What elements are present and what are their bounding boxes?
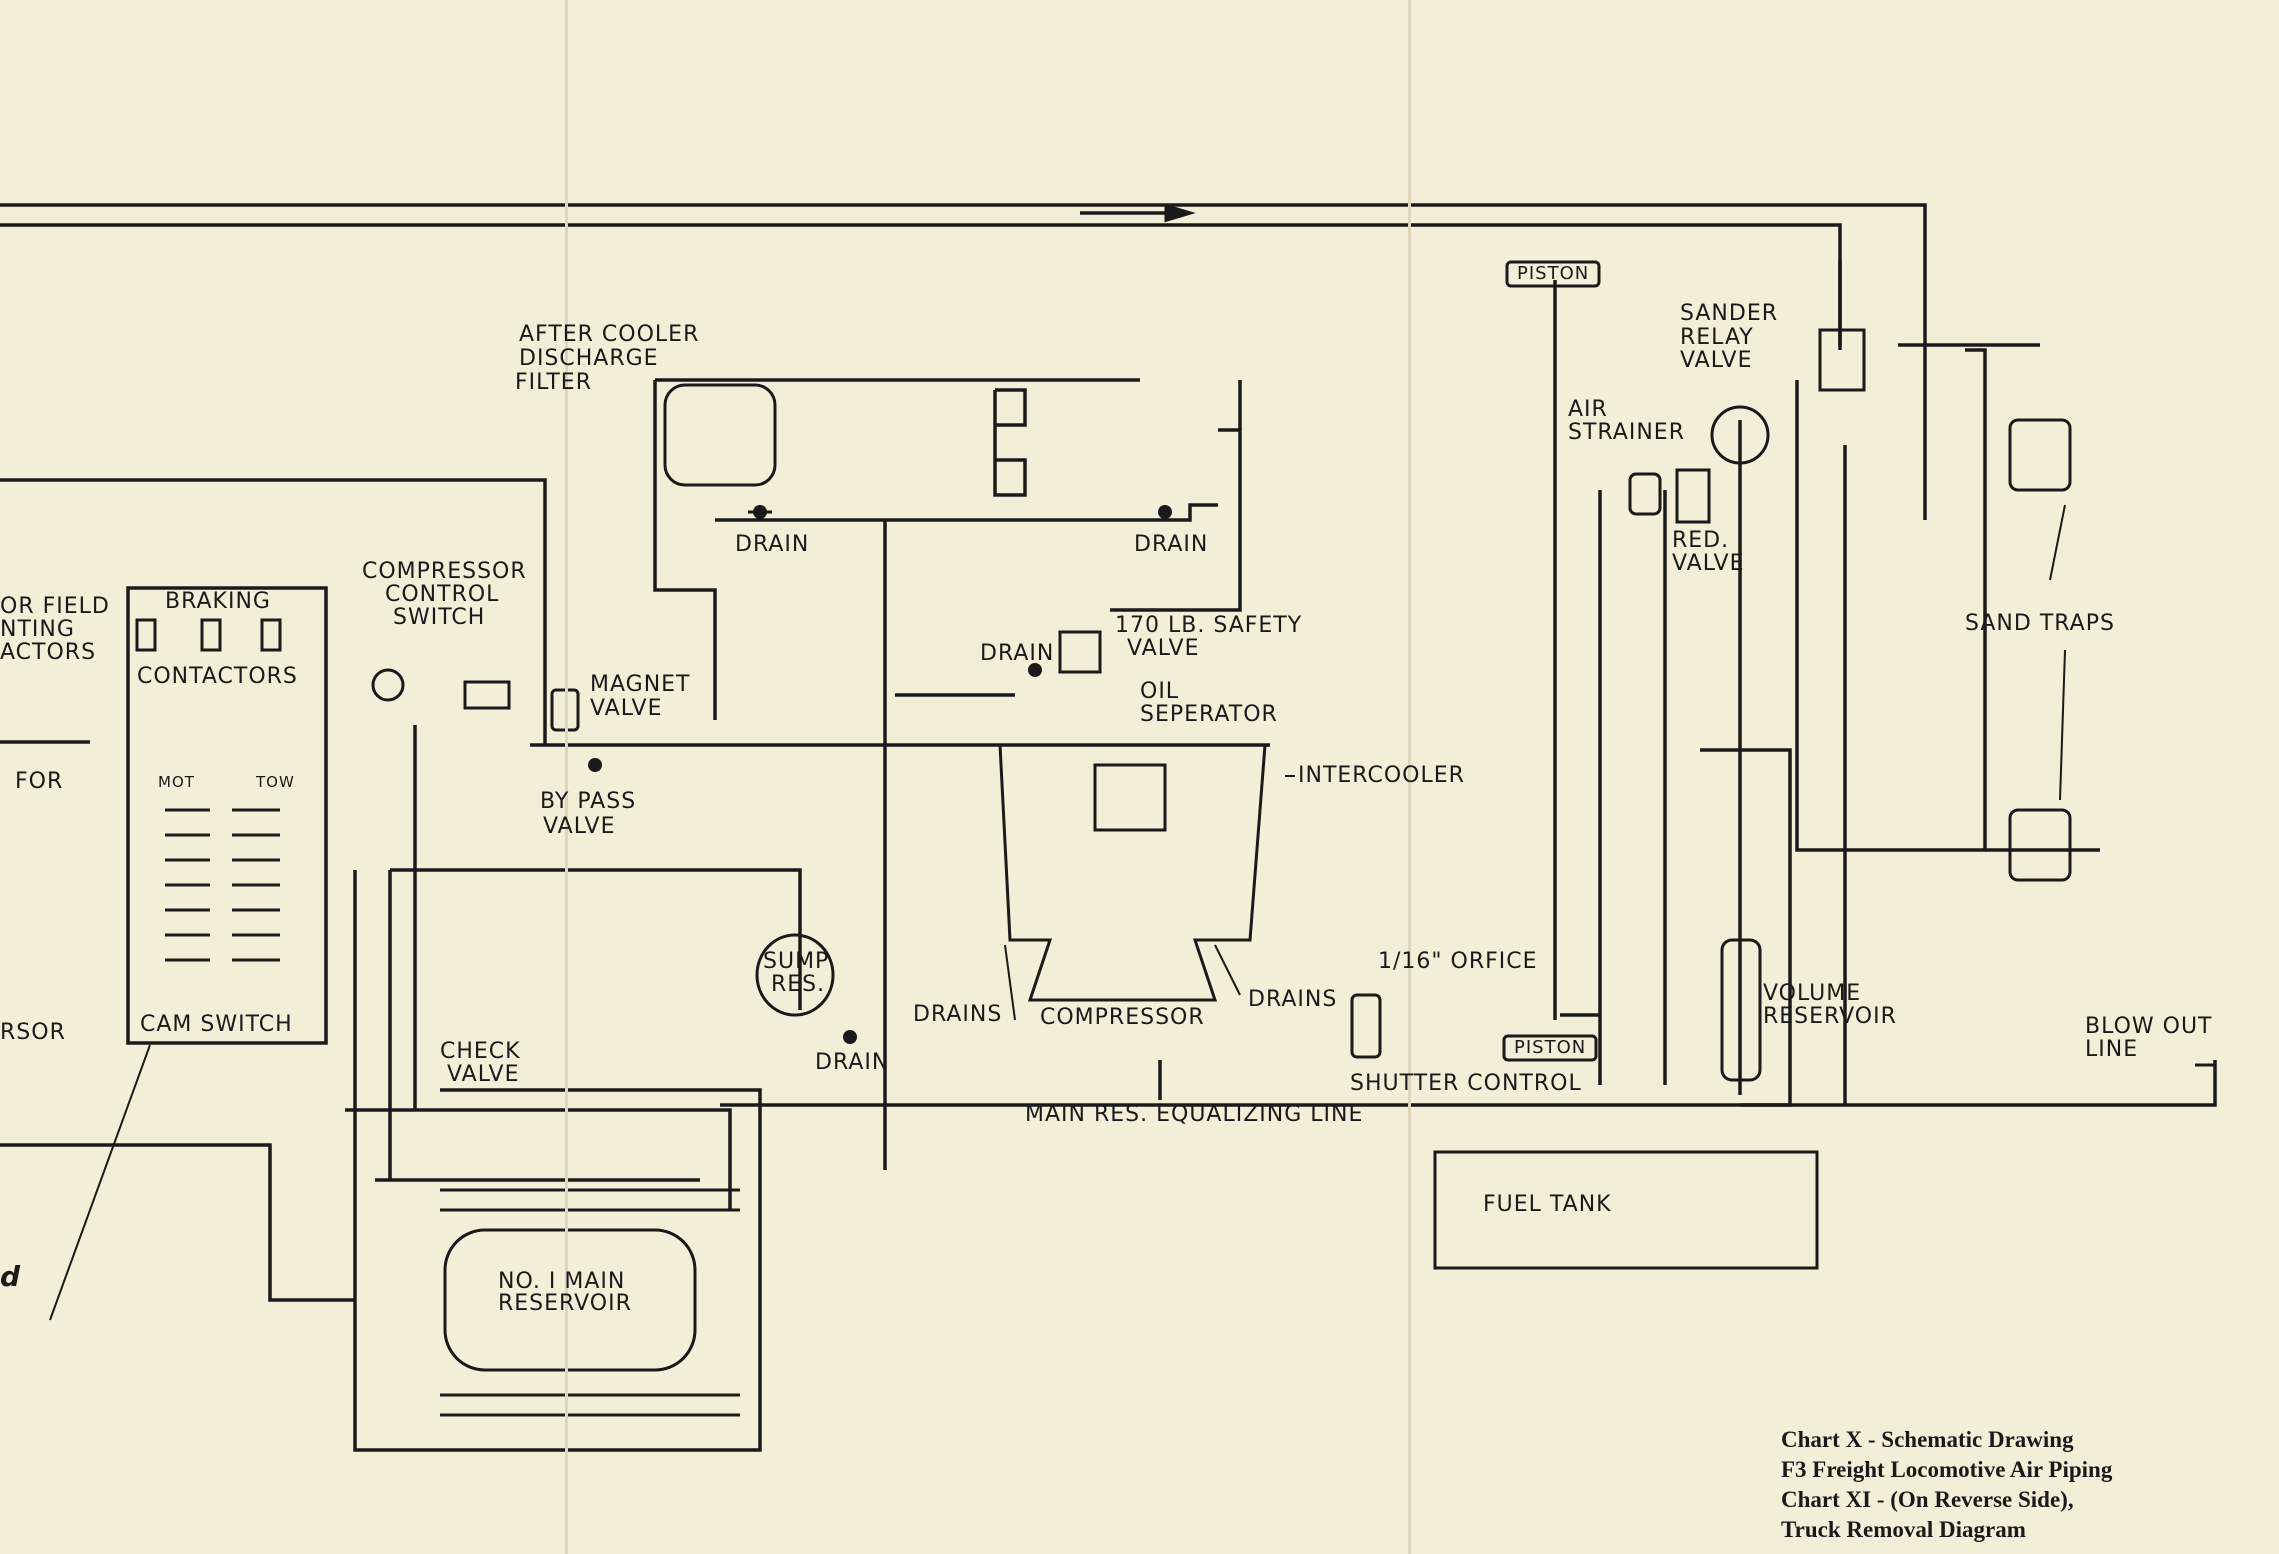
piston-label-bottom: PISTON	[1514, 1037, 1587, 1058]
motor-field-label-3: ACTORS	[0, 640, 97, 665]
fold-line-center	[1408, 0, 1411, 1554]
sander-relay-valve-body	[1818, 328, 1866, 392]
air-strainer-label-2: STRAINER	[1568, 420, 1685, 445]
blow-out-valve	[2195, 1063, 2217, 1085]
main-reservoir-label-2: RESERVOIR	[498, 1291, 632, 1316]
piston-top	[1505, 260, 1601, 288]
safety-valve-label-1: 170 LB. SAFETY	[1115, 613, 1303, 638]
shutter-control-cylinder	[1350, 993, 1382, 1059]
mot-label: MOT	[158, 773, 195, 791]
intercooler-label: INTERCOOLER	[1298, 763, 1465, 788]
top-pipe-upper	[0, 203, 1927, 520]
caption-line-3: Chart XI - (On Reverse Side),	[1781, 1487, 2074, 1512]
red-valve-label-1: RED.	[1672, 528, 1730, 553]
caption-line-4: Truck Removal Diagram	[1781, 1517, 2026, 1542]
safety-valve-filter	[1058, 630, 1102, 674]
magnet-valve-label-2: VALVE	[590, 696, 663, 721]
blow-out-line-label-2: LINE	[2085, 1037, 2139, 1062]
main-reservoir-label-1: NO. I MAIN	[498, 1269, 626, 1294]
air-strainer-label-1: AIR	[1568, 397, 1608, 422]
orifice-label: 1/16" ORFICE	[1378, 949, 1538, 974]
caption-line-2: F3 Freight Locomotive Air Piping	[1781, 1457, 2113, 1482]
blow-out-line-label-1: BLOW OUT	[2085, 1014, 2213, 1039]
motor-field-label-1: OR FIELD	[0, 594, 110, 619]
compressor-label: COMPRESSOR	[1040, 1005, 1205, 1030]
rsor-label: RSOR	[0, 1020, 66, 1045]
sand-trap-bottom	[2008, 808, 2072, 882]
caption-line-1: Chart X - Schematic Drawing	[1781, 1427, 2074, 1452]
drain-label-3: DRAIN	[980, 641, 1055, 666]
piston-bottom	[1502, 1034, 1598, 1062]
by-pass-valve-label-2: VALVE	[543, 814, 616, 839]
red-valve-body	[1675, 468, 1711, 524]
sump-res-label-2: RES.	[771, 972, 826, 997]
compressor-body	[998, 743, 1267, 1002]
sand-trap-top	[2008, 418, 2072, 492]
compressor-control-switch-label-1: COMPRESSOR	[362, 559, 527, 584]
fuel-tank-label: FUEL TANK	[1483, 1192, 1612, 1217]
after-cooler-label-1: AFTER COOLER	[519, 322, 700, 347]
fold-line-left	[565, 0, 568, 1554]
gauge	[1710, 405, 1770, 465]
oil-separator-label-2: SEPERATOR	[1140, 702, 1278, 727]
by-pass-valve-label-1: BY PASS	[540, 789, 637, 814]
volume-reservoir-label-1: VOLUME	[1763, 981, 1862, 1006]
drains-label-right: DRAINS	[1248, 987, 1338, 1012]
sander-relay-valve-label-3: VALVE	[1680, 348, 1753, 373]
drain-label-1: DRAIN	[735, 532, 810, 557]
fuel-tank-box	[1433, 1150, 1819, 1270]
sander-relay-valve-label-2: RELAY	[1680, 325, 1754, 350]
drain-label-4: DRAIN	[815, 1050, 890, 1075]
cam-switch-fins	[165, 808, 280, 962]
leader-cam-switch	[49, 1044, 151, 1321]
braking-label: BRAKING	[165, 589, 271, 614]
drain-label-2: DRAIN	[1134, 532, 1209, 557]
magnet-valve-label-1: MAGNET	[590, 672, 691, 697]
volume-reservoir-label-2: RESERVOIR	[1763, 1004, 1897, 1029]
volume-reservoir-tank	[1720, 938, 1762, 1082]
piston-label-top: PISTON	[1517, 263, 1590, 284]
oil-separator-label-1: OIL	[1140, 679, 1180, 704]
cam-switch-label: CAM SWITCH	[140, 1012, 293, 1037]
fragment-d-label: d	[0, 1260, 22, 1293]
sander-relay-valve-label-1: SANDER	[1680, 301, 1779, 326]
after-cooler-filter	[663, 383, 777, 487]
cam-switch-panel	[126, 586, 328, 1045]
after-cooler-label-2: DISCHARGE	[519, 346, 659, 371]
sand-traps-label: SAND TRAPS	[1965, 611, 2115, 636]
contactors-label: CONTACTORS	[137, 664, 298, 689]
after-cooler-label-3: FILTER	[515, 370, 592, 395]
compressor-control-switch-box	[463, 680, 511, 710]
air-strainer-body	[1628, 472, 1662, 516]
main-reservoir-tank	[443, 1228, 697, 1372]
intercooler-core	[1093, 763, 1167, 832]
safety-valve-label-2: VALVE	[1127, 636, 1200, 661]
red-valve-label-2: VALVE	[1672, 551, 1745, 576]
compressor-control-switch-label-2: CONTROL	[385, 582, 500, 607]
compressor-control-switch-label-3: SWITCH	[393, 605, 486, 630]
motor-field-label-2: NTING	[0, 617, 75, 642]
drains-label-left: DRAINS	[913, 1002, 1003, 1027]
shutter-control-label: SHUTTER CONTROL	[1350, 1071, 1582, 1096]
tow-label: TOW	[256, 773, 295, 791]
check-valve-label-1: CHECK	[440, 1039, 521, 1064]
sump-reservoir	[755, 933, 835, 1017]
check-valve-label-2: VALVE	[447, 1062, 520, 1087]
for-label: FOR	[15, 769, 64, 794]
gauge-left	[371, 668, 405, 702]
caption-block: Chart X - Schematic Drawing F3 Freight L…	[1781, 1425, 2112, 1545]
main-res-eq-line-label: MAIN RES. EQUALIZING LINE	[1025, 1102, 1364, 1127]
sump-res-label-1: SUMP	[763, 949, 830, 974]
